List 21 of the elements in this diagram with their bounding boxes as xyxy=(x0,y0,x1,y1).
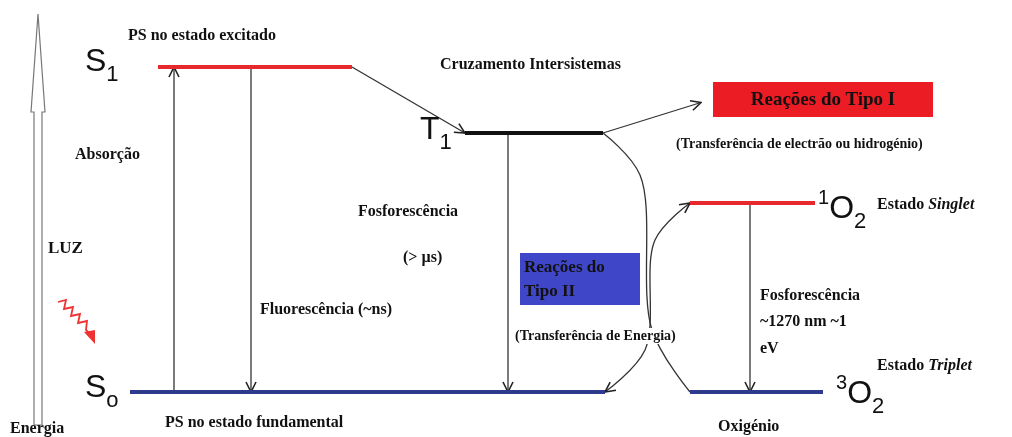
state-label: Estado Singlet xyxy=(877,195,975,213)
state-label: Estado Triplet xyxy=(877,356,972,374)
edge-label: Fluorescência (~ns) xyxy=(260,300,392,318)
annotation: LUZ xyxy=(48,238,83,258)
edge-label: Absorção xyxy=(75,145,140,163)
state-label: Oxigénio xyxy=(718,417,780,435)
level-symbol: $^{1}$O$_{2}$ xyxy=(818,187,867,232)
annotation: (> µs) xyxy=(403,248,443,266)
annotation: Energia xyxy=(10,419,65,437)
reaction-description: (Transferência de electrão ou hidrogénio) xyxy=(676,136,923,152)
reaction-box xyxy=(713,82,933,117)
reaction-label: Reações do Tipo II xyxy=(524,256,606,302)
level-symbol: T$_{1}$ xyxy=(420,112,452,153)
level-symbol: S$_{o}$ xyxy=(85,370,119,411)
reaction-box xyxy=(520,253,640,305)
reaction-label: Reações do Tipo I xyxy=(749,87,897,111)
level-symbol: $^{3}$O$_{2}$ xyxy=(836,372,885,417)
reaction-description: (Transferência de Energia) xyxy=(515,328,676,344)
level-symbol: S$_{1}$ xyxy=(85,44,119,85)
transition-arrow xyxy=(602,99,702,134)
transition-arrow xyxy=(604,202,691,393)
